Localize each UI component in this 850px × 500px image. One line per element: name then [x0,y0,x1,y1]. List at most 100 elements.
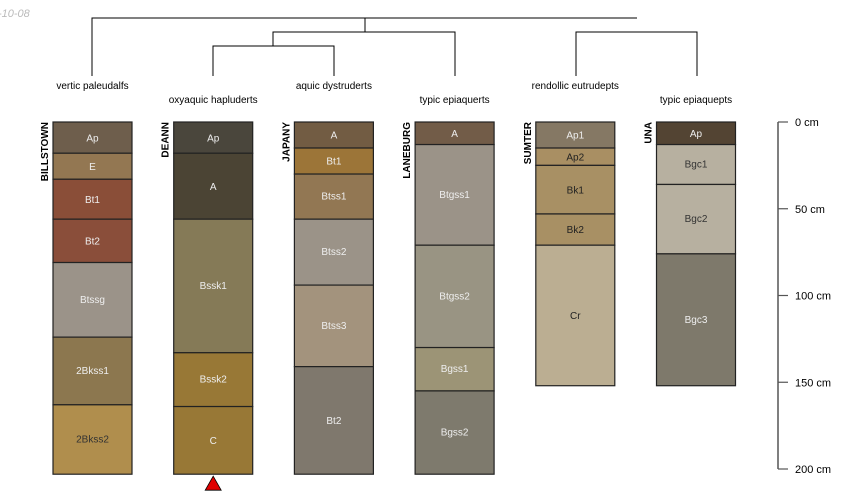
horizon-label: Bt1 [85,195,100,206]
horizon-label: Btssg [80,295,105,306]
horizon-block [655,143,737,186]
horizon-block [293,366,374,475]
profile-name: SUMTER [523,121,534,164]
horizon: Ap [173,121,254,154]
horizon-label: Bt1 [326,157,341,168]
horizon: Ap [655,121,737,146]
horizon-label: Btgss1 [439,190,470,201]
horizon-block [535,121,616,149]
horizon-block [52,121,133,154]
horizon: Bgc1 [655,143,737,186]
horizon: Cr [535,244,616,387]
horizon-block [655,253,737,387]
horizon: Btss1 [293,173,374,220]
horizon-block [535,213,616,246]
horizon-label: Btss1 [321,192,346,203]
horizon-block [414,346,495,392]
horizon-block [293,284,374,368]
taxon-label: oxyaquic hapluderts [169,95,258,106]
horizon-label: Ap [86,133,99,144]
horizon-label: Bgss2 [441,428,469,439]
horizon: Bt2 [52,218,133,264]
horizon-block [52,336,133,406]
horizon-label: Bgss1 [441,364,469,375]
horizon-block [655,183,737,255]
horizon-block [173,152,254,220]
horizon-label: 2Bkss1 [76,366,109,377]
horizon: Ap1 [535,121,616,149]
horizon-label: A [451,129,458,140]
horizon: A [414,121,495,146]
horizon: Bt1 [52,178,133,220]
horizon-label: Bgc3 [685,315,708,326]
horizon-label: Ap [690,129,703,140]
horizon-block [293,173,374,220]
horizon: A [173,152,254,220]
axis-tick-label: 0 cm [795,117,819,129]
axis-tick-label: 200 cm [795,464,831,476]
horizon-label: Ap2 [566,152,584,163]
horizon-block [535,244,616,387]
dendrogram [91,17,698,76]
axis-tick-label: 100 cm [795,291,831,303]
taxon-label: typic epiaquepts [660,95,732,106]
horizon: Bgc3 [655,253,737,387]
horizon: Bssk1 [173,218,254,354]
horizon-block [173,405,254,475]
horizon-label: C [210,436,217,447]
horizon-block [52,218,133,264]
horizon-label: Bssk1 [200,281,228,292]
horizon-label: Bk2 [567,225,585,236]
profile-name: UNA [644,122,655,144]
horizon: Btgss2 [414,244,495,349]
profile-name: DEANN [161,122,172,158]
horizon-label: Bgc1 [685,160,708,171]
dendrogram-branch [212,45,335,76]
horizon: Btss2 [293,218,374,286]
horizon: Btssg [52,261,133,338]
horizon: A [293,121,374,149]
horizon-block [535,164,616,215]
horizon: Ap2 [535,147,616,166]
horizon-label: Btss2 [321,247,346,258]
horizon: Bk1 [535,164,616,215]
horizon-block [52,261,133,338]
horizon: Bt2 [293,366,374,475]
horizon-block [293,147,374,175]
axis-tick-label: 50 cm [795,204,825,216]
horizon-label: E [89,162,96,173]
taxon-label: vertic paleudalfs [56,81,128,92]
horizon-block [52,178,133,220]
horizon: Ap [52,121,133,154]
dendrogram-branch [575,31,698,76]
horizon-label: A [331,131,338,142]
horizon-label: Bgc2 [685,214,708,225]
horizon-label: Bt2 [85,237,100,248]
dendrogram-branch [272,31,456,76]
horizon: 2Bkss1 [52,336,133,406]
profile-name: LANEBURG [402,122,413,179]
horizon-label: 2Bkss2 [76,435,109,446]
horizon-label: A [210,182,217,193]
profile-name: BILLSTOWN [40,122,51,181]
horizon: 2Bkss2 [52,404,133,475]
horizon: Bk2 [535,213,616,246]
horizon-label: Btss3 [321,321,346,332]
horizon-block [173,352,254,408]
horizon: C [173,405,254,475]
taxon-label: aquic dystruderts [296,81,372,92]
horizon: Bgc2 [655,183,737,255]
dendrogram-branch [91,17,637,76]
horizon-label: Ap [207,133,220,144]
horizon: Btss3 [293,284,374,368]
horizon: Bt1 [293,147,374,175]
horizon-block [293,218,374,286]
horizon-block [293,121,374,149]
